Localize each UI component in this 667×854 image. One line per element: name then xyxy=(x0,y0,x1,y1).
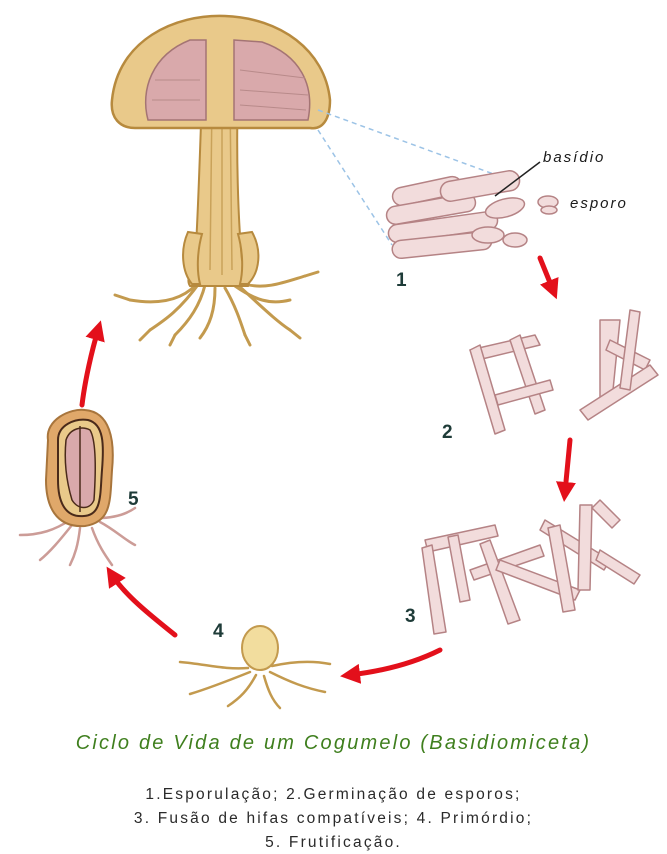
stage-4-primordium-illustration xyxy=(180,626,330,708)
stage-1-label: 1 xyxy=(396,270,407,291)
esporo-label: esporo xyxy=(570,195,628,212)
stage-2-germination-illustration xyxy=(470,310,658,434)
caption-title: Ciclo de Vida de um Cogumelo (Basidiomic… xyxy=(0,732,667,755)
arrow-2-to-3 xyxy=(565,440,570,492)
stage-5-fruiting-button-illustration xyxy=(20,410,135,565)
caption-line-3: 5. Frutificação. xyxy=(0,834,667,852)
stage-3-label: 3 xyxy=(405,606,416,627)
caption-line-1: 1.Esporulação; 2.Germinação de esporos; xyxy=(0,786,667,804)
primordium-bulb xyxy=(242,626,278,670)
stage-5-label: 5 xyxy=(128,489,139,510)
mushroom-life-cycle-diagram: basídio esporo xyxy=(0,0,667,720)
stage-3-hyphae-fusion-illustration xyxy=(422,500,640,634)
arrow-5-to-mature xyxy=(82,330,98,405)
mature-mushroom-illustration xyxy=(112,16,330,345)
arrow-4-to-5 xyxy=(112,575,175,635)
stage-1-basidia-illustration xyxy=(385,169,558,259)
caption-line-2: 3. Fusão de hifas compatíveis; 4. Primór… xyxy=(0,810,667,828)
stage-2-label: 2 xyxy=(442,422,453,443)
arrow-1-to-2 xyxy=(540,258,553,290)
stage-4-label: 4 xyxy=(213,621,224,642)
basidio-label: basídio xyxy=(543,149,605,166)
cycle-arrows xyxy=(82,258,570,675)
arrow-3-to-4 xyxy=(350,650,440,675)
